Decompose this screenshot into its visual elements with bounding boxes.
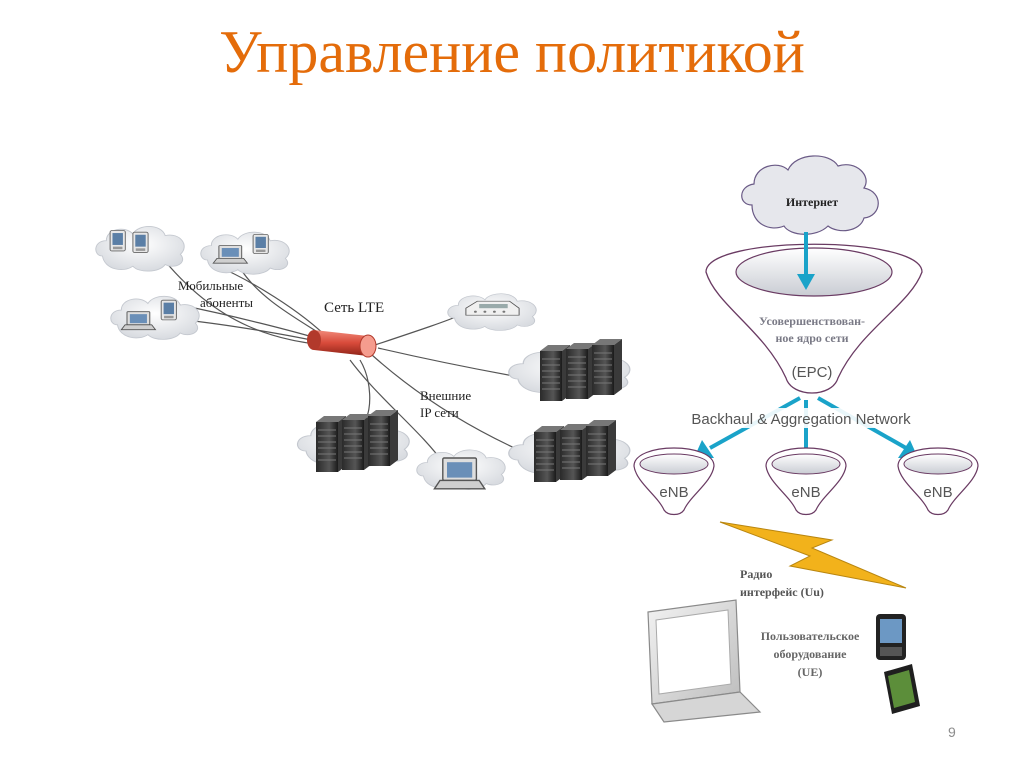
epc-funnel	[705, 243, 923, 394]
slide-title: Управление политикой	[219, 19, 805, 85]
mobile-subscribers-label-line1: Мобильные	[178, 278, 243, 293]
page-number: 9	[948, 724, 956, 740]
external-ip-label-line2: IP сети	[420, 405, 459, 420]
server-cloud-bottom-left	[296, 409, 410, 473]
ue-smartphone-icon	[884, 664, 920, 714]
laptop-cloud	[416, 449, 506, 490]
enb-funnel-1	[633, 447, 715, 516]
mobile-subscribers-label-line2: абоненты	[200, 295, 253, 310]
radio-interface-label-line2: интерфейс (Uu)	[740, 585, 824, 599]
ue-label-line3: (UE)	[798, 665, 823, 679]
phone-cloud	[447, 293, 537, 331]
internet-to-epc-arrow	[797, 232, 815, 290]
lte-network-label: Сеть LTE	[324, 300, 384, 316]
subscribers-cloud-3	[110, 295, 200, 340]
internet-cloud	[741, 155, 879, 235]
server-cloud-right-bottom	[508, 419, 631, 483]
enb-label-3: eNB	[923, 484, 952, 501]
ue-laptop-icon	[647, 599, 762, 723]
enb-label-2: eNB	[791, 484, 820, 501]
enb-funnel-2	[765, 447, 847, 516]
epc-label: (EPC)	[792, 364, 833, 381]
subscribers-cloud-2	[200, 231, 290, 275]
ue-label-line1: Пользовательское	[761, 629, 860, 643]
radio-interface-label-line1: Радио	[740, 567, 772, 581]
subscribers-cloud-1	[95, 225, 185, 272]
lightning-icon	[719, 521, 907, 589]
backhaul-label: Backhaul & Aggregation Network	[691, 411, 911, 428]
external-ip-label-line1: Внешние	[420, 388, 471, 403]
enb-funnel-3	[897, 447, 979, 516]
epc-core-label-line1: Усовершенствован-	[759, 314, 865, 328]
internet-label: Интернет	[786, 195, 838, 209]
ue-pda-icon	[876, 614, 906, 660]
lte-network-cylinder	[307, 330, 377, 358]
server-cloud-right-top	[508, 338, 631, 402]
epc-core-label-line2: ное ядро сети	[775, 331, 848, 345]
enb-label-1: eNB	[659, 484, 688, 501]
ue-label-line2: оборудование	[773, 647, 847, 661]
